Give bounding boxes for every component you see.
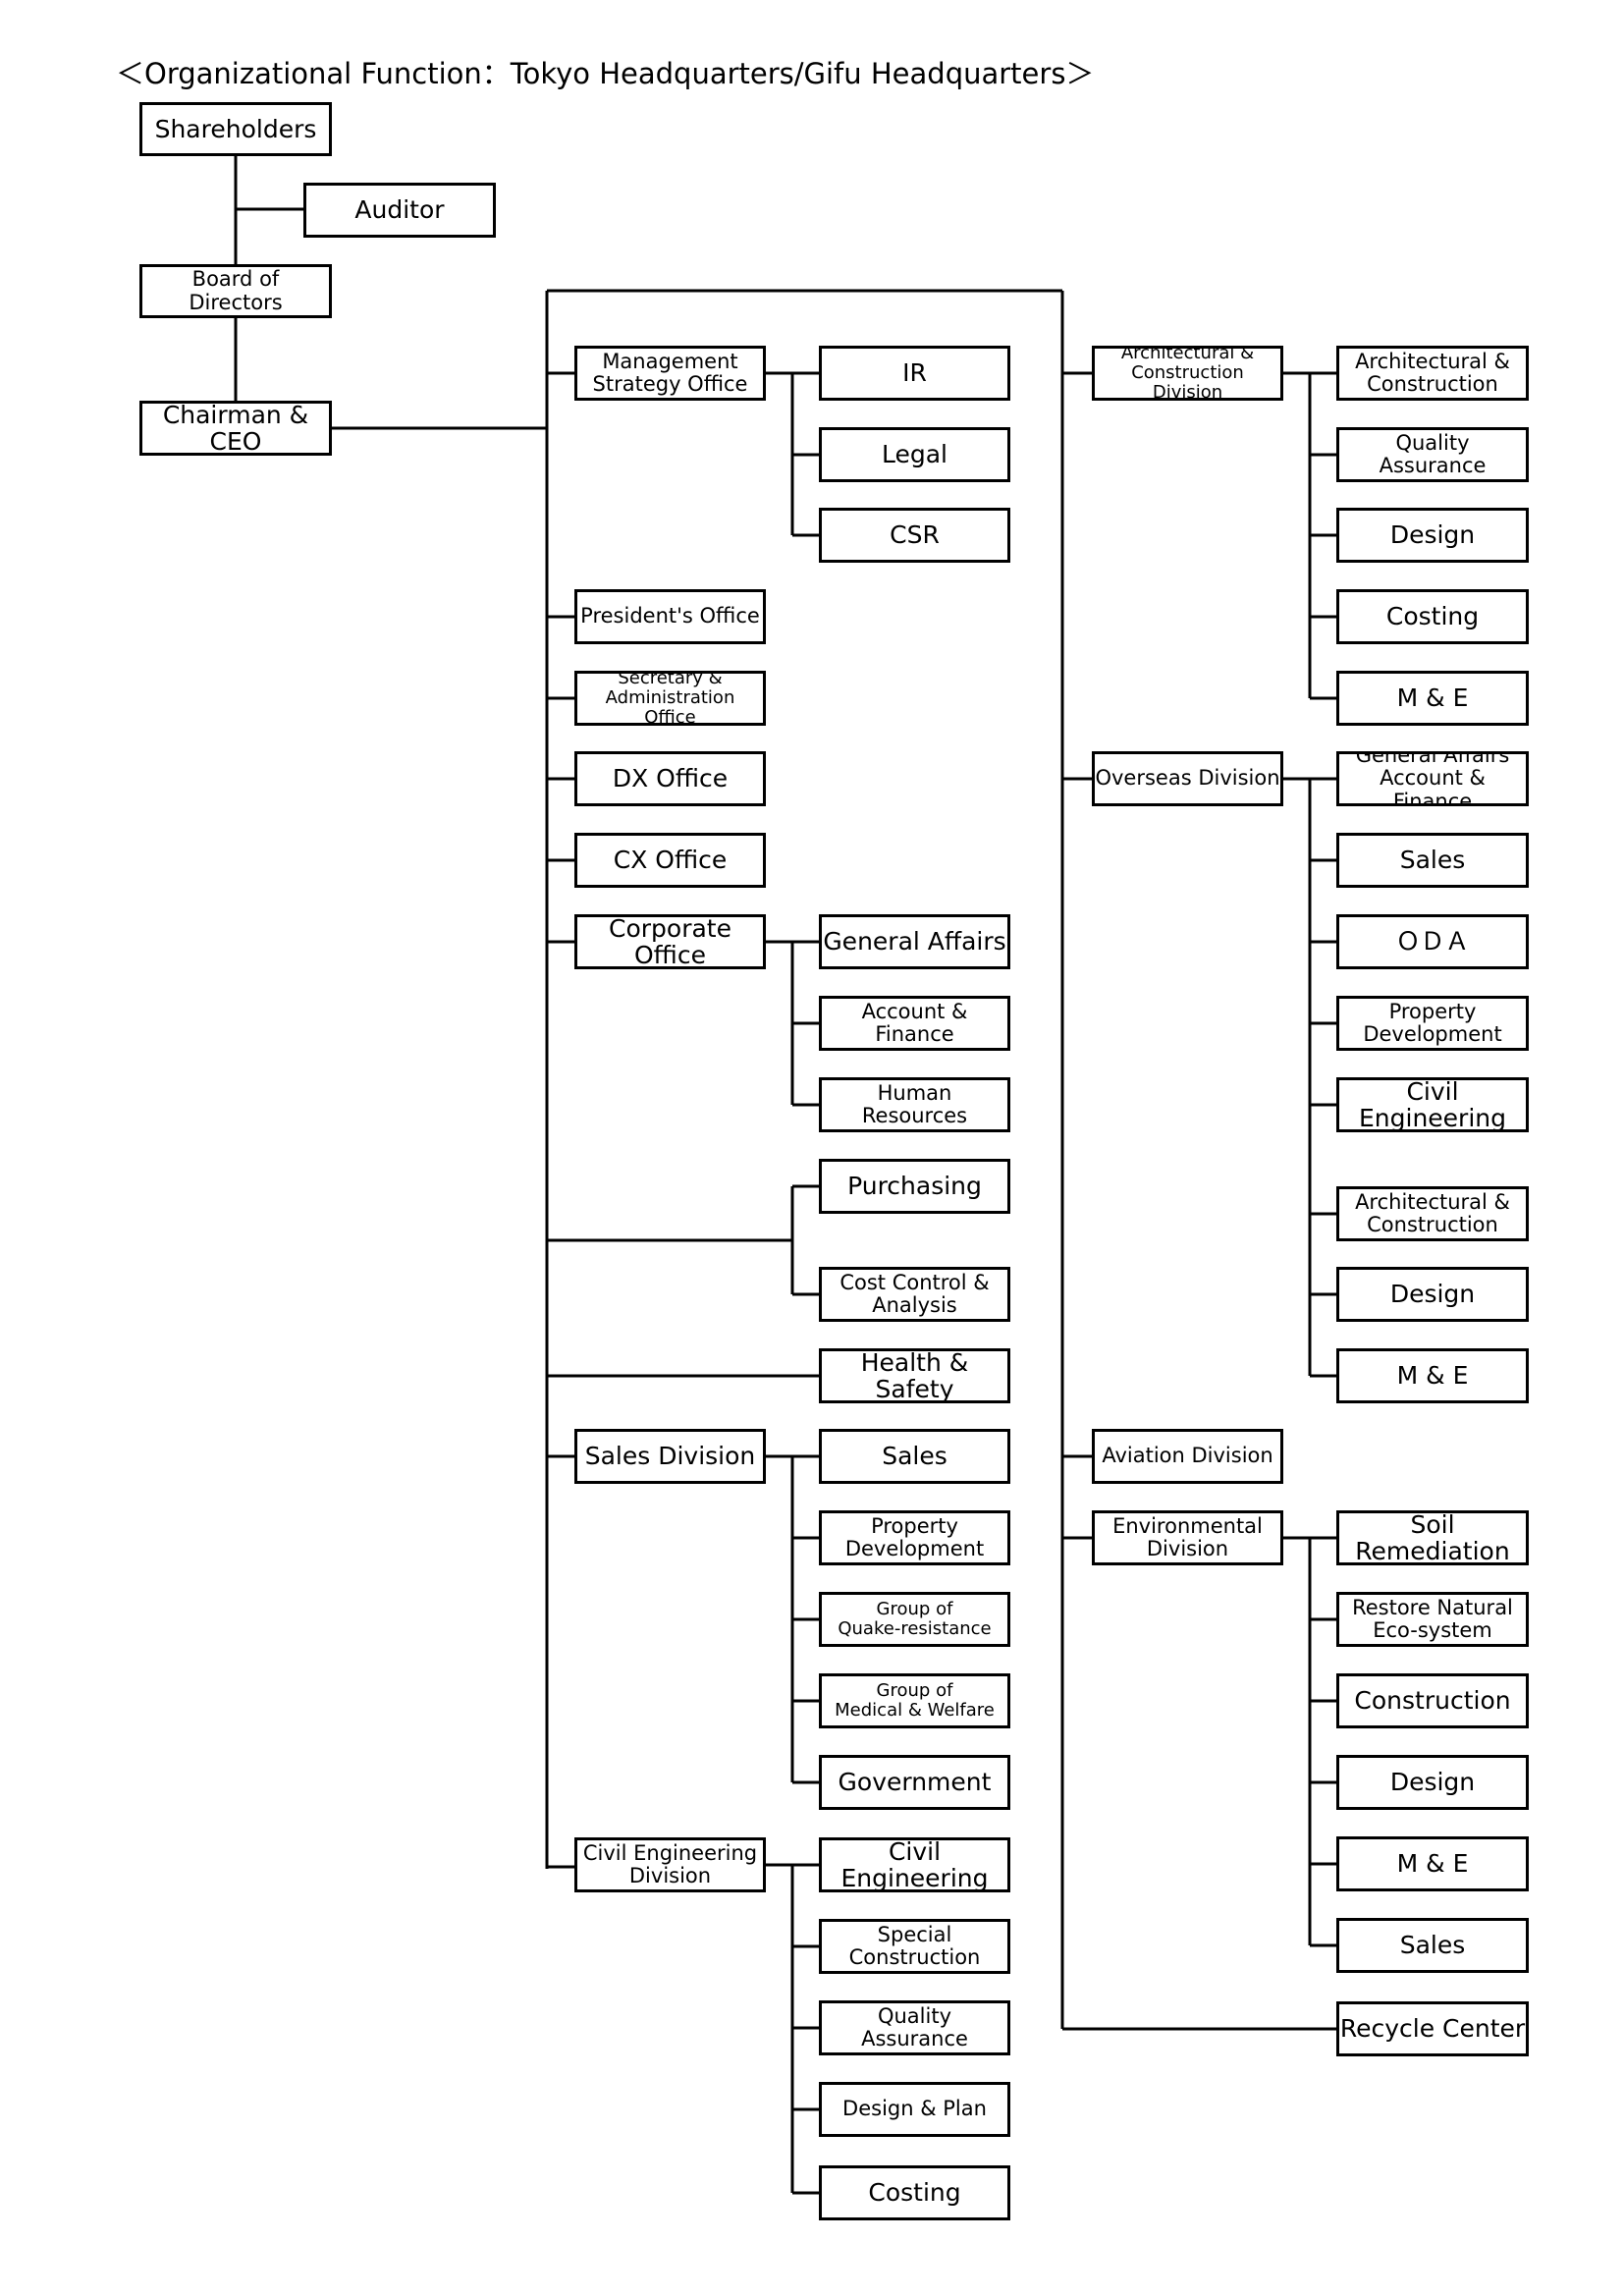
node-design-plan: Design & Plan: [819, 2082, 1010, 2137]
node-legal: Legal: [819, 427, 1010, 482]
node-dx-office: DX Office: [574, 751, 766, 806]
node-management-strategy-office: Management Strategy Office: [574, 346, 766, 401]
node-auditor: Auditor: [303, 183, 496, 238]
node-costing: Costing: [1336, 589, 1529, 644]
node-environmental-division: Environmental Division: [1092, 1510, 1283, 1565]
node-architectural-construction: Architectural & Construction: [1336, 1186, 1529, 1241]
node-secretary-administration-office: Secretary & Administration Office: [574, 671, 766, 726]
chart-title: ＜Organizational Function：Tokyo Headquart…: [116, 57, 1095, 90]
node-group-medical-welfare: Group of Medical & Welfare: [819, 1673, 1010, 1728]
node-special-construction: Special Construction: [819, 1919, 1010, 1974]
node-overseas-division: Overseas Division: [1092, 751, 1283, 806]
node-architectural-construction: Architectural & Construction: [1336, 346, 1529, 401]
node-restore-natural-eco-system: Restore Natural Eco-system: [1336, 1592, 1529, 1647]
node-chairman-ceo: Chairman & CEO: [139, 401, 332, 456]
node-human-resources: Human Resources: [819, 1077, 1010, 1132]
node-sales: Sales: [1336, 1918, 1529, 1973]
node-construction: Construction: [1336, 1673, 1529, 1728]
node-oda: ＯＤＡ: [1336, 914, 1529, 969]
node-aviation-division: Aviation Division: [1092, 1429, 1283, 1484]
node-design: Design: [1336, 1755, 1529, 1810]
node-general-affairs: General Affairs: [819, 914, 1010, 969]
node-m-and-e: M & E: [1336, 1348, 1529, 1403]
node-design: Design: [1336, 508, 1529, 563]
node-quality-assurance: Quality Assurance: [819, 2000, 1010, 2055]
node-corporate-office: Corporate Office: [574, 914, 766, 969]
node-csr: CSR: [819, 508, 1010, 563]
node-property-development: Property Development: [1336, 996, 1529, 1051]
node-property-development: Property Development: [819, 1510, 1010, 1565]
node-account-finance: Account & Finance: [819, 996, 1010, 1051]
node-recycle-center: Recycle Center: [1336, 2001, 1529, 2056]
node-costing: Costing: [819, 2165, 1010, 2220]
node-sales-division: Sales Division: [574, 1429, 766, 1484]
node-presidents-office: President's Office: [574, 589, 766, 644]
node-cx-office: CX Office: [574, 833, 766, 888]
node-health-safety: Health & Safety: [819, 1348, 1010, 1403]
node-architectural-construction-division: Architectural & Construction Division: [1092, 346, 1283, 401]
node-general-affairs-account-finance: General Affairs Account & Finance: [1336, 751, 1529, 806]
node-board-of-directors: Board of Directors: [139, 264, 332, 318]
node-ir: IR: [819, 346, 1010, 401]
node-shareholders: Shareholders: [139, 102, 332, 156]
node-cost-control-analysis: Cost Control & Analysis: [819, 1267, 1010, 1322]
node-group-quake-resistance: Group of Quake-resistance: [819, 1592, 1010, 1647]
node-soil-remediation: Soil Remediation: [1336, 1510, 1529, 1565]
node-design: Design: [1336, 1267, 1529, 1322]
node-quality-assurance: Quality Assurance: [1336, 427, 1529, 482]
node-m-and-e: M & E: [1336, 1836, 1529, 1891]
node-civil-engineering-division: Civil Engineering Division: [574, 1837, 766, 1892]
node-sales: Sales: [1336, 833, 1529, 888]
node-civil-engineering: Civil Engineering: [819, 1837, 1010, 1892]
node-sales: Sales: [819, 1429, 1010, 1484]
node-government: Government: [819, 1755, 1010, 1810]
node-purchasing: Purchasing: [819, 1159, 1010, 1214]
node-civil-engineering: Civil Engineering: [1336, 1077, 1529, 1132]
node-m-and-e: M & E: [1336, 671, 1529, 726]
